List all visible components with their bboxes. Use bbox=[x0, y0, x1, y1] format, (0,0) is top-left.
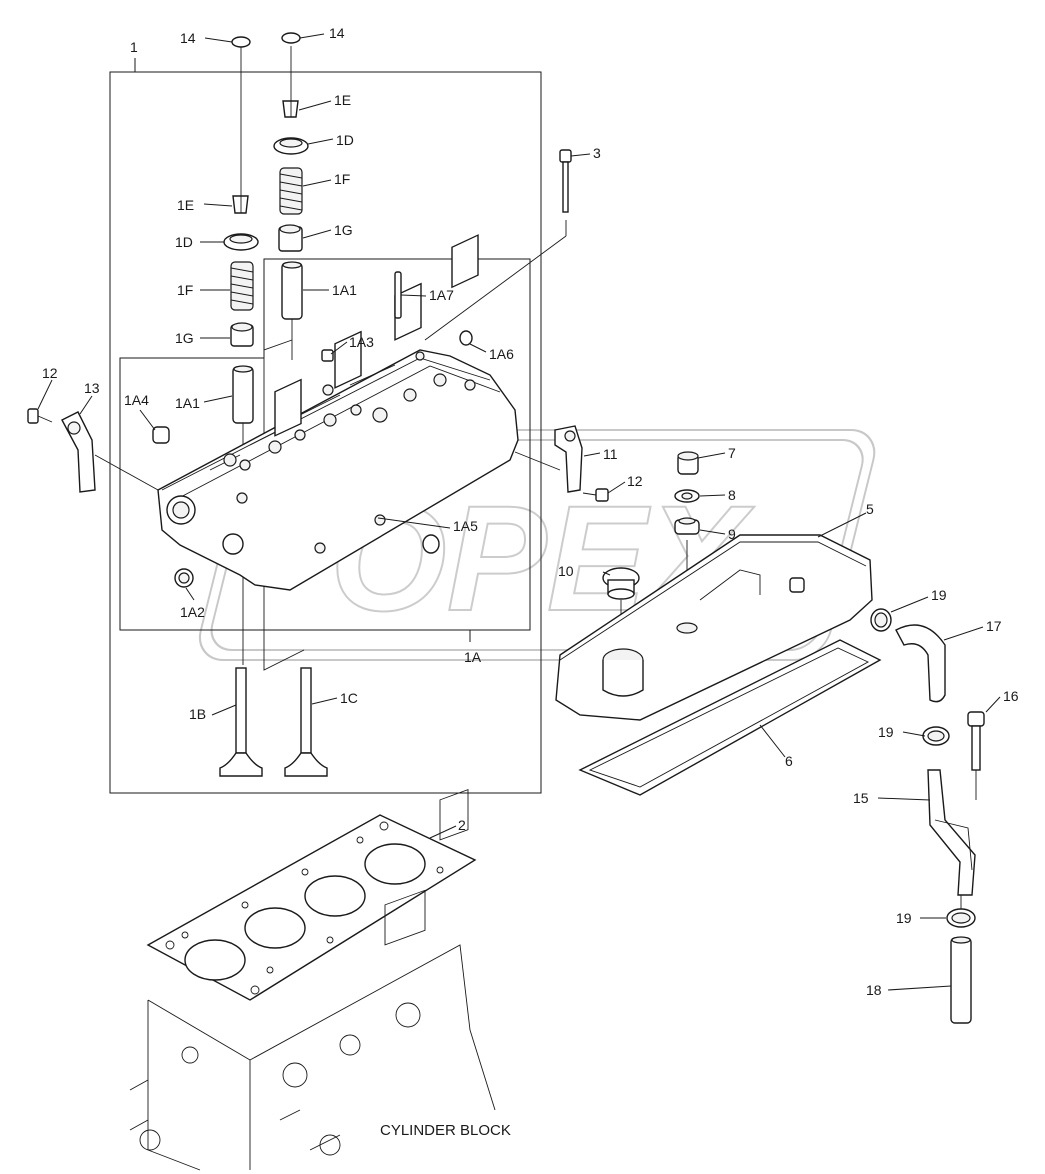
label-1a4: 1A4 bbox=[124, 392, 149, 408]
label-14-right: 14 bbox=[329, 25, 345, 41]
label-1d-left: 1D bbox=[175, 234, 193, 250]
label-1g-right: 1G bbox=[334, 222, 353, 238]
label-7: 7 bbox=[728, 445, 736, 461]
bolt-12-left bbox=[27, 408, 53, 424]
clamp-19-top bbox=[870, 608, 892, 632]
leader-13-head bbox=[94, 454, 159, 491]
label-1a2: 1A2 bbox=[180, 604, 205, 620]
plug-1a3 bbox=[321, 349, 334, 362]
label-1f-left: 1F bbox=[177, 282, 193, 298]
cylinder-block bbox=[129, 789, 496, 1171]
bolt-12-right bbox=[582, 488, 609, 502]
label-12-right: 12 bbox=[627, 473, 643, 489]
label-19-mid: 19 bbox=[878, 724, 894, 740]
clamp-19-bottom bbox=[946, 908, 976, 928]
valve-guide-left bbox=[232, 365, 254, 424]
valve-spring-right bbox=[279, 167, 303, 215]
label-1: 1 bbox=[130, 39, 138, 55]
plug-1a5 bbox=[422, 534, 440, 554]
valve-spring-left bbox=[230, 261, 254, 311]
label-8: 8 bbox=[728, 487, 736, 503]
valve-stem-seal-left bbox=[230, 322, 254, 347]
bolt-16 bbox=[967, 711, 985, 771]
lifting-bracket-13 bbox=[61, 411, 96, 493]
leader-lines bbox=[37, 33, 1001, 991]
oil-filler-cap-10 bbox=[602, 567, 640, 600]
plug-1a6 bbox=[459, 330, 473, 346]
label-1d-right: 1D bbox=[336, 132, 354, 148]
label-1e-right: 1E bbox=[334, 92, 351, 108]
valve-cover-gasket-6 bbox=[578, 639, 882, 796]
label-10: 10 bbox=[558, 563, 574, 579]
label-1a3: 1A3 bbox=[349, 334, 374, 350]
plug-1a2 bbox=[174, 568, 194, 588]
leader-11-head bbox=[514, 451, 561, 471]
cylinder-block-caption: CYLINDER BLOCK bbox=[380, 1122, 511, 1139]
breather-pipe-15 bbox=[927, 769, 976, 896]
valve-guide-right bbox=[281, 261, 303, 320]
plug-1a4 bbox=[152, 426, 170, 444]
label-17: 17 bbox=[986, 618, 1002, 634]
valve-keeper-right bbox=[282, 100, 299, 118]
washer-8 bbox=[674, 489, 700, 503]
label-2: 2 bbox=[458, 817, 466, 833]
clamp-19-mid bbox=[922, 726, 950, 746]
label-12-left: 12 bbox=[42, 365, 58, 381]
valve-1b bbox=[219, 667, 263, 777]
breather-hose-17 bbox=[895, 624, 946, 703]
group-frame-1a bbox=[119, 258, 531, 642]
grommet-9 bbox=[674, 517, 700, 535]
cap-7 bbox=[677, 451, 699, 475]
label-13: 13 bbox=[84, 380, 100, 396]
label-1e-left: 1E bbox=[177, 197, 194, 213]
group-frame-1 bbox=[109, 58, 542, 794]
label-1a5: 1A5 bbox=[453, 518, 478, 534]
valve-cover-5 bbox=[555, 534, 873, 721]
label-16: 16 bbox=[1003, 688, 1019, 704]
spring-retainer-right bbox=[273, 137, 309, 155]
o-ring-14-right bbox=[281, 32, 301, 44]
label-1a7: 1A7 bbox=[429, 287, 454, 303]
breather-hose-18 bbox=[950, 936, 972, 1024]
label-11: 11 bbox=[603, 446, 618, 462]
plug-head-side bbox=[222, 533, 244, 555]
label-9: 9 bbox=[728, 526, 736, 542]
label-6: 6 bbox=[785, 753, 793, 769]
label-1g-left: 1G bbox=[175, 330, 194, 346]
label-18: 18 bbox=[866, 982, 882, 998]
spring-retainer-left bbox=[223, 233, 259, 251]
o-ring-14-left bbox=[231, 36, 251, 48]
label-19-bottom: 19 bbox=[896, 910, 912, 926]
label-5: 5 bbox=[866, 501, 874, 517]
part-labels: 1 14 14 1E 1D 1F 1G 1E 1D 1F 1G 1A1 1A7 … bbox=[42, 25, 1019, 998]
valve-1c bbox=[284, 667, 328, 777]
label-14-left: 14 bbox=[180, 30, 196, 46]
label-19-top: 19 bbox=[931, 587, 947, 603]
label-1a6: 1A6 bbox=[489, 346, 514, 362]
label-1c: 1C bbox=[340, 690, 358, 706]
label-1a1-left: 1A1 bbox=[175, 395, 200, 411]
lifting-bracket-11 bbox=[554, 425, 583, 493]
valve-keeper-left bbox=[232, 195, 249, 214]
bolt-3 bbox=[559, 149, 572, 213]
label-3: 3 bbox=[593, 145, 601, 161]
label-1a1-right: 1A1 bbox=[332, 282, 357, 298]
valve-stem-seal-right bbox=[278, 224, 303, 252]
label-1b: 1B bbox=[189, 706, 206, 722]
head-gasket-2 bbox=[146, 814, 477, 1001]
label-1a: 1A bbox=[464, 649, 482, 665]
label-1f-right: 1F bbox=[334, 171, 350, 187]
label-15: 15 bbox=[853, 790, 869, 806]
dowel-pin-1a7 bbox=[394, 271, 402, 319]
